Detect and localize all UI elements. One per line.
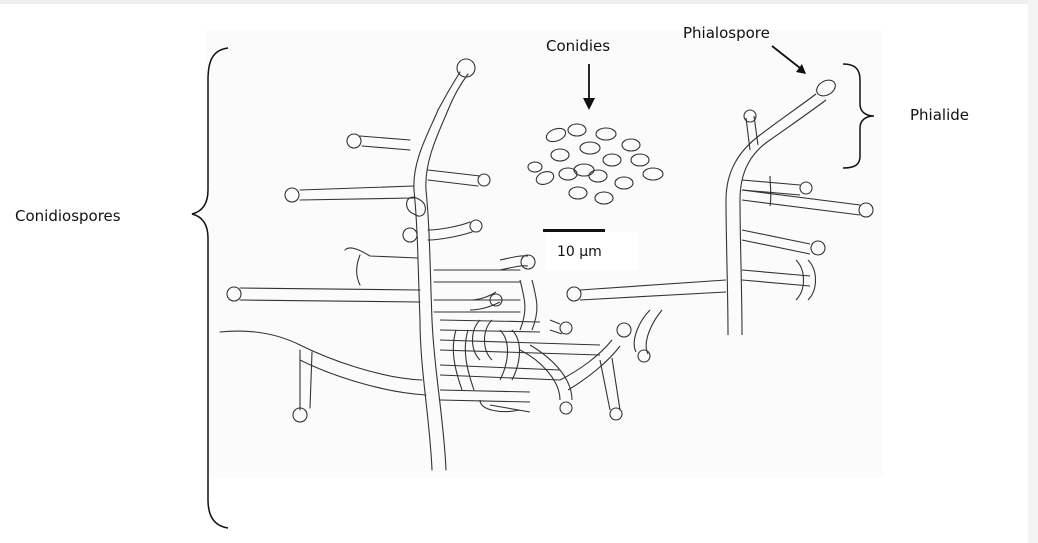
- label-phialospore: Phialospore: [683, 24, 770, 42]
- scale-bar: [543, 229, 605, 232]
- label-phialide: Phialide: [910, 106, 969, 124]
- scale-label: 10 µm: [557, 244, 602, 260]
- label-conidies: Conidies: [546, 37, 610, 55]
- label-conidiospores: Conidiospores: [15, 207, 121, 225]
- drawing-paper: [205, 30, 883, 477]
